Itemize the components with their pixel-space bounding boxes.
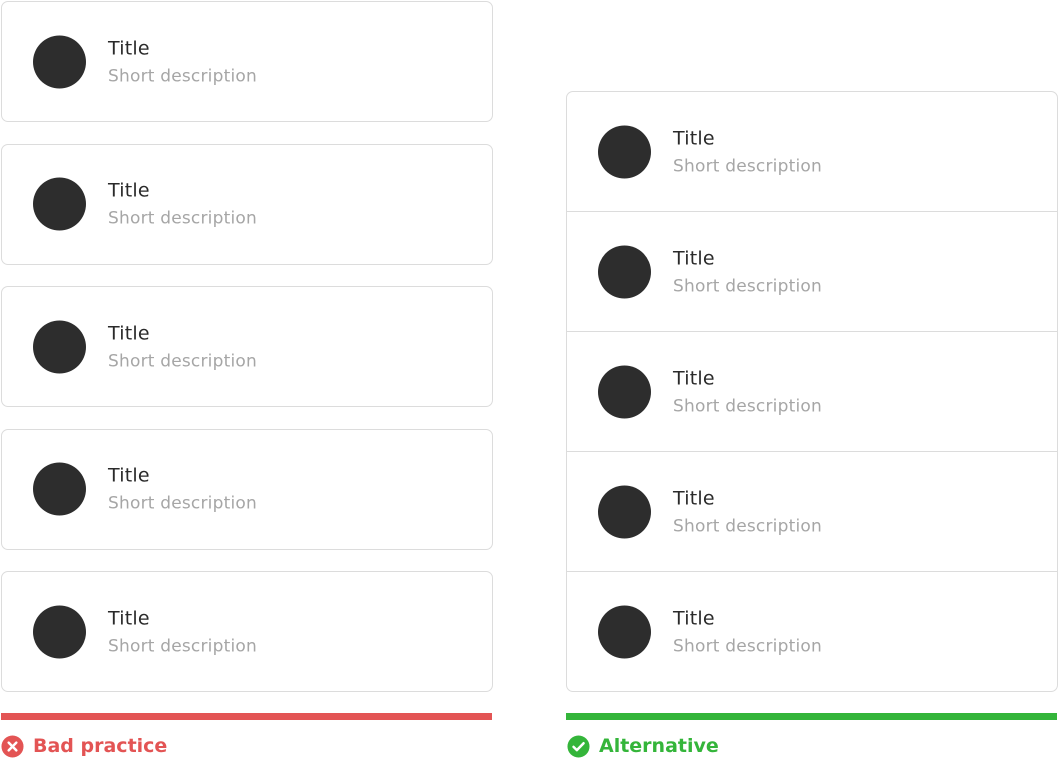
list-item-description: Short description xyxy=(673,276,822,296)
list-item-text: Title Short description xyxy=(673,486,822,537)
list-item-title: Title xyxy=(673,247,715,269)
alternative-list: Title Short description Title Short desc… xyxy=(566,91,1058,692)
alternative-bar xyxy=(566,713,1057,720)
list-item-title: Title xyxy=(673,607,715,630)
grouped-list: Title Short description Title Short desc… xyxy=(566,91,1058,692)
list-item-description: Short description xyxy=(673,396,822,416)
list-item[interactable]: Title Short description xyxy=(567,92,1057,212)
bad-practice-bar xyxy=(1,713,492,720)
list-item-description: Short description xyxy=(673,636,822,657)
list-item-title: Title xyxy=(673,127,715,149)
list-item-title: Title xyxy=(108,179,150,202)
avatar xyxy=(33,605,86,658)
list-item[interactable]: Title Short description xyxy=(567,212,1057,332)
list-item[interactable]: Title Short description xyxy=(567,332,1057,452)
list-item-description: Short description xyxy=(108,208,257,229)
list-item-description: Short description xyxy=(108,351,257,371)
list-card[interactable]: Title Short description xyxy=(1,571,493,692)
error-x-icon xyxy=(1,734,24,758)
list-item-text: Title Short description xyxy=(108,179,257,230)
check-icon xyxy=(567,734,590,758)
avatar xyxy=(33,320,86,373)
list-item-text: Title Short description xyxy=(108,606,257,657)
list-card[interactable]: Title Short description xyxy=(1,143,493,265)
list-item-title: Title xyxy=(108,37,150,59)
avatar xyxy=(33,462,86,516)
avatar xyxy=(33,177,86,231)
avatar xyxy=(33,35,86,88)
list-item[interactable]: Title Short description xyxy=(567,572,1057,691)
avatar xyxy=(598,365,651,418)
list-item-text: Title Short description xyxy=(673,246,822,297)
list-item-title: Title xyxy=(673,367,715,389)
list-item-title: Title xyxy=(108,464,150,487)
list-item-title: Title xyxy=(108,322,150,344)
list-item-title: Title xyxy=(673,487,715,509)
bad-practice-label: Bad practice xyxy=(33,735,168,757)
list-item-text: Title Short description xyxy=(108,321,257,372)
bad-practice-verdict: Bad practice xyxy=(1,734,167,758)
list-item-text: Title Short description xyxy=(673,126,822,177)
alternative-label: Alternative xyxy=(599,735,719,757)
avatar xyxy=(598,245,651,298)
list-item-title: Title xyxy=(108,607,150,629)
avatar xyxy=(598,485,651,538)
alternative-verdict: Alternative xyxy=(567,734,719,758)
list-item-description: Short description xyxy=(673,516,822,536)
avatar xyxy=(598,125,651,178)
list-card[interactable]: Title Short description xyxy=(1,286,493,407)
list-item[interactable]: Title Short description xyxy=(567,452,1057,572)
list-card[interactable]: Title Short description xyxy=(1,428,493,550)
list-item-description: Short description xyxy=(108,493,257,514)
list-item-text: Title Short description xyxy=(673,366,822,417)
list-item-text: Title Short description xyxy=(108,36,257,87)
list-item-description: Short description xyxy=(108,636,257,656)
avatar xyxy=(598,605,651,659)
bad-practice-list: Title Short description Title Short desc… xyxy=(1,1,493,692)
list-item-text: Title Short description xyxy=(108,464,257,515)
list-item-description: Short description xyxy=(673,156,822,176)
list-item-description: Short description xyxy=(108,66,257,86)
list-card[interactable]: Title Short description xyxy=(1,1,493,122)
list-item-text: Title Short description xyxy=(673,607,822,658)
